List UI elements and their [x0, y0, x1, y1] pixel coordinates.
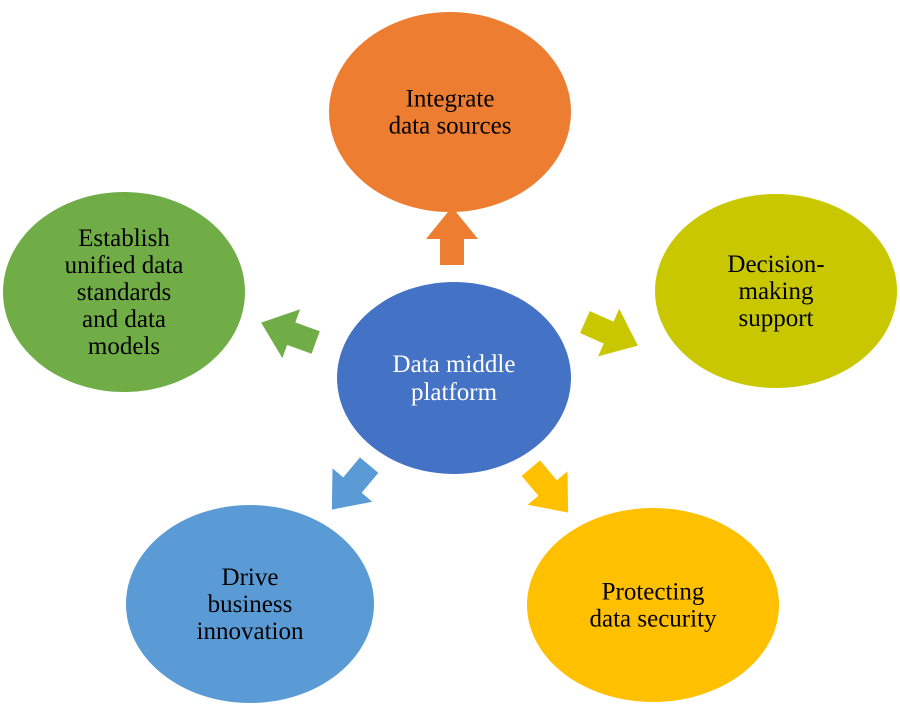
arrow-to-decision-making-support — [580, 308, 638, 357]
label-line: data security — [589, 606, 717, 633]
label-line: Protecting — [602, 579, 705, 606]
integrate-data-sources-circle — [329, 12, 571, 212]
arrow-to-protecting-data-security — [521, 460, 569, 513]
label-line: business — [208, 591, 293, 618]
label-line: platform — [411, 379, 498, 406]
label-line: models — [88, 333, 160, 360]
center-circle — [337, 282, 571, 474]
label-line: data sources — [389, 113, 512, 140]
protecting-data-security-circle — [527, 508, 779, 702]
label-line: Establish — [78, 225, 170, 252]
arrow-to-establish-unified-data-standards — [261, 309, 320, 359]
label-line: innovation — [197, 618, 304, 645]
label-line: Data middle — [393, 351, 516, 378]
label-line: standards — [77, 279, 171, 306]
label-line: support — [739, 305, 814, 332]
label-line: making — [739, 278, 814, 305]
label-line: Decision- — [727, 251, 824, 278]
label-line: unified data — [65, 252, 184, 279]
label-line: Drive — [222, 564, 279, 591]
label-line: Integrate — [406, 86, 495, 113]
arrow-to-integrate-data-sources — [426, 207, 478, 265]
arrow-to-drive-business-innovation — [331, 457, 379, 510]
drive-business-innovation-circle — [126, 505, 374, 703]
decision-making-support-circle — [655, 194, 897, 388]
establish-unified-data-standards-circle — [3, 192, 245, 392]
arrows — [261, 207, 638, 513]
label-line: and data — [82, 306, 166, 333]
